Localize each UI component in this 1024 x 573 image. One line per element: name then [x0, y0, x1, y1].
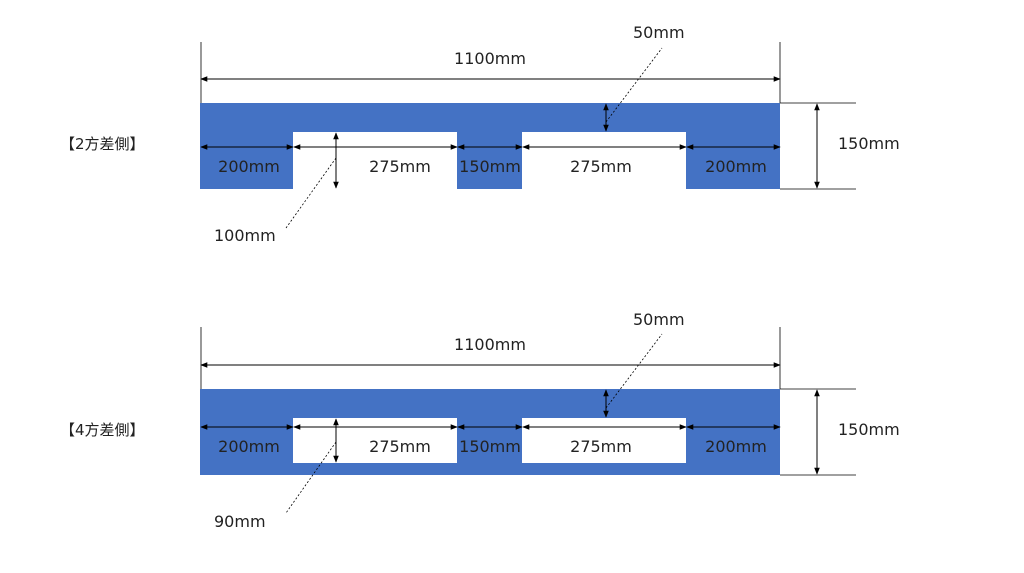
opening-height-label: 100mm: [214, 226, 276, 245]
total-width-label: 1100mm: [454, 335, 526, 354]
pallet-body: [200, 389, 780, 475]
two-way-side-diagram: 【2方差側】 1100mm 150mm 50mm 200mm 275mm 150…: [60, 23, 900, 245]
segment-label-right-block: 200mm: [705, 437, 767, 456]
four-way-side-label: 【4方差側】: [60, 421, 145, 439]
opening-height-label: 90mm: [214, 512, 266, 531]
segment-label-right-opening: 275mm: [570, 157, 632, 176]
segment-label-left-opening: 275mm: [369, 157, 431, 176]
segment-label-right-block: 200mm: [705, 157, 767, 176]
segment-label-left-block: 200mm: [218, 437, 280, 456]
deck-thickness-leader: [605, 333, 663, 409]
deck-thickness-label: 50mm: [633, 310, 685, 329]
segment-label-center-block: 150mm: [459, 437, 521, 456]
pallet-body: [200, 103, 780, 189]
right-fork-opening: [522, 132, 686, 189]
segment-label-center-block: 150mm: [459, 157, 521, 176]
segment-label-left-block: 200mm: [218, 157, 280, 176]
opening-height-leader: [285, 441, 337, 514]
deck-thickness-label: 50mm: [633, 23, 685, 42]
four-way-side-diagram: 【4方差側】 1100mm 150mm 50mm 200mm 275mm 150…: [60, 310, 900, 531]
height-label: 150mm: [838, 134, 900, 153]
segment-label-right-opening: 275mm: [570, 437, 632, 456]
left-fork-opening: [293, 132, 457, 189]
four-way-pallet-shape: [200, 389, 780, 475]
total-width-label: 1100mm: [454, 49, 526, 68]
segment-label-left-opening: 275mm: [369, 437, 431, 456]
two-way-pallet-shape: [200, 103, 780, 189]
deck-thickness-leader: [605, 47, 663, 123]
two-way-side-label: 【2方差側】: [60, 135, 145, 153]
height-label: 150mm: [838, 420, 900, 439]
